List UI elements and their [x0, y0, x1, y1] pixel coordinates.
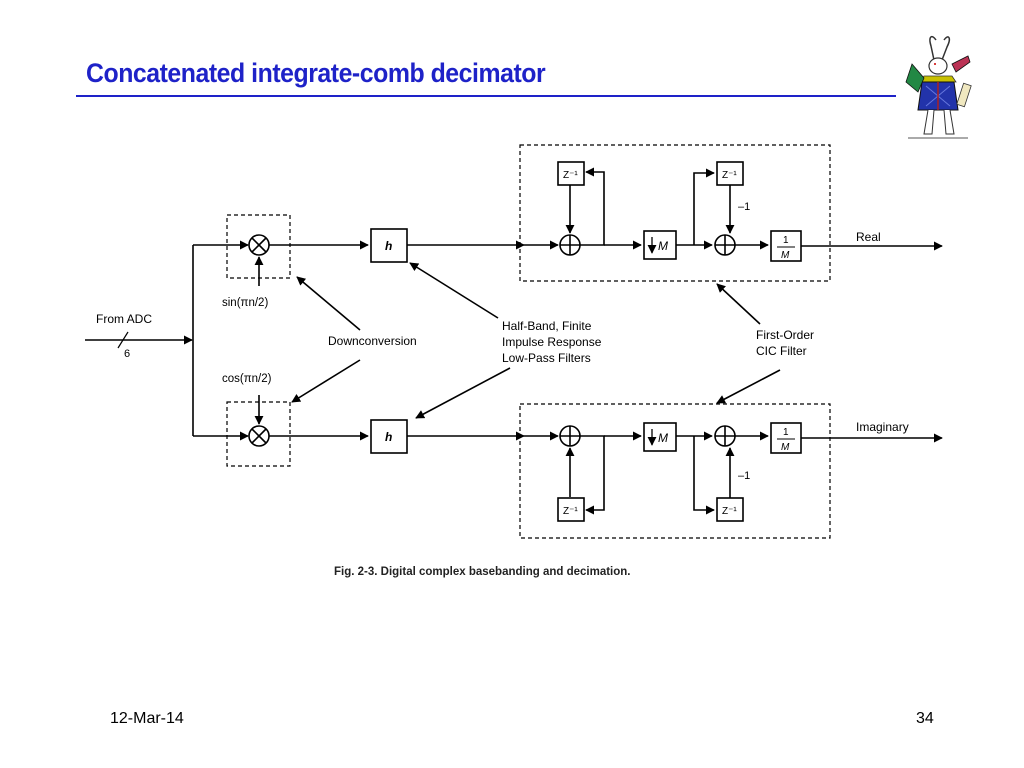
halfband-arrow-down — [415, 367, 511, 419]
upper-scale-num: 1 — [783, 235, 789, 246]
upper-downsampler-label: M — [658, 239, 668, 253]
upper-scale-den: M — [781, 250, 790, 261]
title-underline — [76, 95, 896, 97]
upper-cic-group — [519, 144, 831, 282]
lower-scale-num: 1 — [783, 427, 789, 438]
decimator-block-diagram: From ADC 6 sin(πn/2) cos(πn/2) h h Z⁻¹ Z… — [85, 144, 943, 539]
upper-comb-delay-label: Z⁻¹ — [722, 170, 737, 181]
output-real-label: Real — [856, 230, 881, 244]
upper-h-label: h — [385, 239, 392, 253]
halfband-label-line-2: Impulse Response — [502, 335, 602, 349]
lower-h-label: h — [385, 430, 392, 444]
figure-caption: Fig. 2-3. Digital complex basebanding an… — [334, 566, 631, 578]
lower-downsampler-label: M — [658, 431, 668, 445]
output-imaginary-label: Imaginary — [856, 420, 909, 434]
slide-title: Concatenated integrate-comb decimator — [86, 58, 546, 88]
footer-date: 12-Mar-14 — [110, 710, 184, 727]
lower-cic-group — [519, 403, 831, 539]
lower-integrator-delay — [557, 497, 585, 522]
lower-minus-one: –1 — [738, 470, 750, 482]
upper-integrator-delay-label: Z⁻¹ — [563, 170, 578, 181]
upper-minus-one: –1 — [738, 201, 750, 213]
cic-arrow-up — [716, 283, 761, 325]
white-rabbit-logo — [905, 35, 972, 139]
footer-page-number: 34 — [916, 710, 934, 727]
lower-integrator-delay-label: Z⁻¹ — [563, 506, 578, 517]
downconversion-arrow-up — [296, 276, 361, 331]
halfband-label-line-3: Low-Pass Filters — [502, 351, 591, 365]
cic-label-line-1: First-Order — [756, 328, 814, 342]
lower-scale-den: M — [781, 442, 790, 453]
downconversion-arrow-down — [291, 359, 361, 403]
cic-arrow-down — [716, 369, 781, 404]
halfband-label-line-1: Half-Band, Finite — [502, 319, 592, 333]
sin-label: sin(πn/2) — [222, 297, 268, 309]
upper-integrator-delay — [557, 161, 585, 186]
halfband-arrow-up — [409, 262, 499, 319]
bus-width-label: 6 — [124, 348, 130, 360]
bus-slash — [117, 331, 129, 349]
input-label: From ADC — [96, 312, 152, 326]
lower-comb-delay-label: Z⁻¹ — [722, 506, 737, 517]
cic-label-line-2: CIC Filter — [756, 344, 807, 358]
cos-label: cos(πn/2) — [222, 373, 272, 385]
downconversion-label: Downconversion — [328, 334, 417, 348]
lower-scale-block — [770, 422, 802, 454]
